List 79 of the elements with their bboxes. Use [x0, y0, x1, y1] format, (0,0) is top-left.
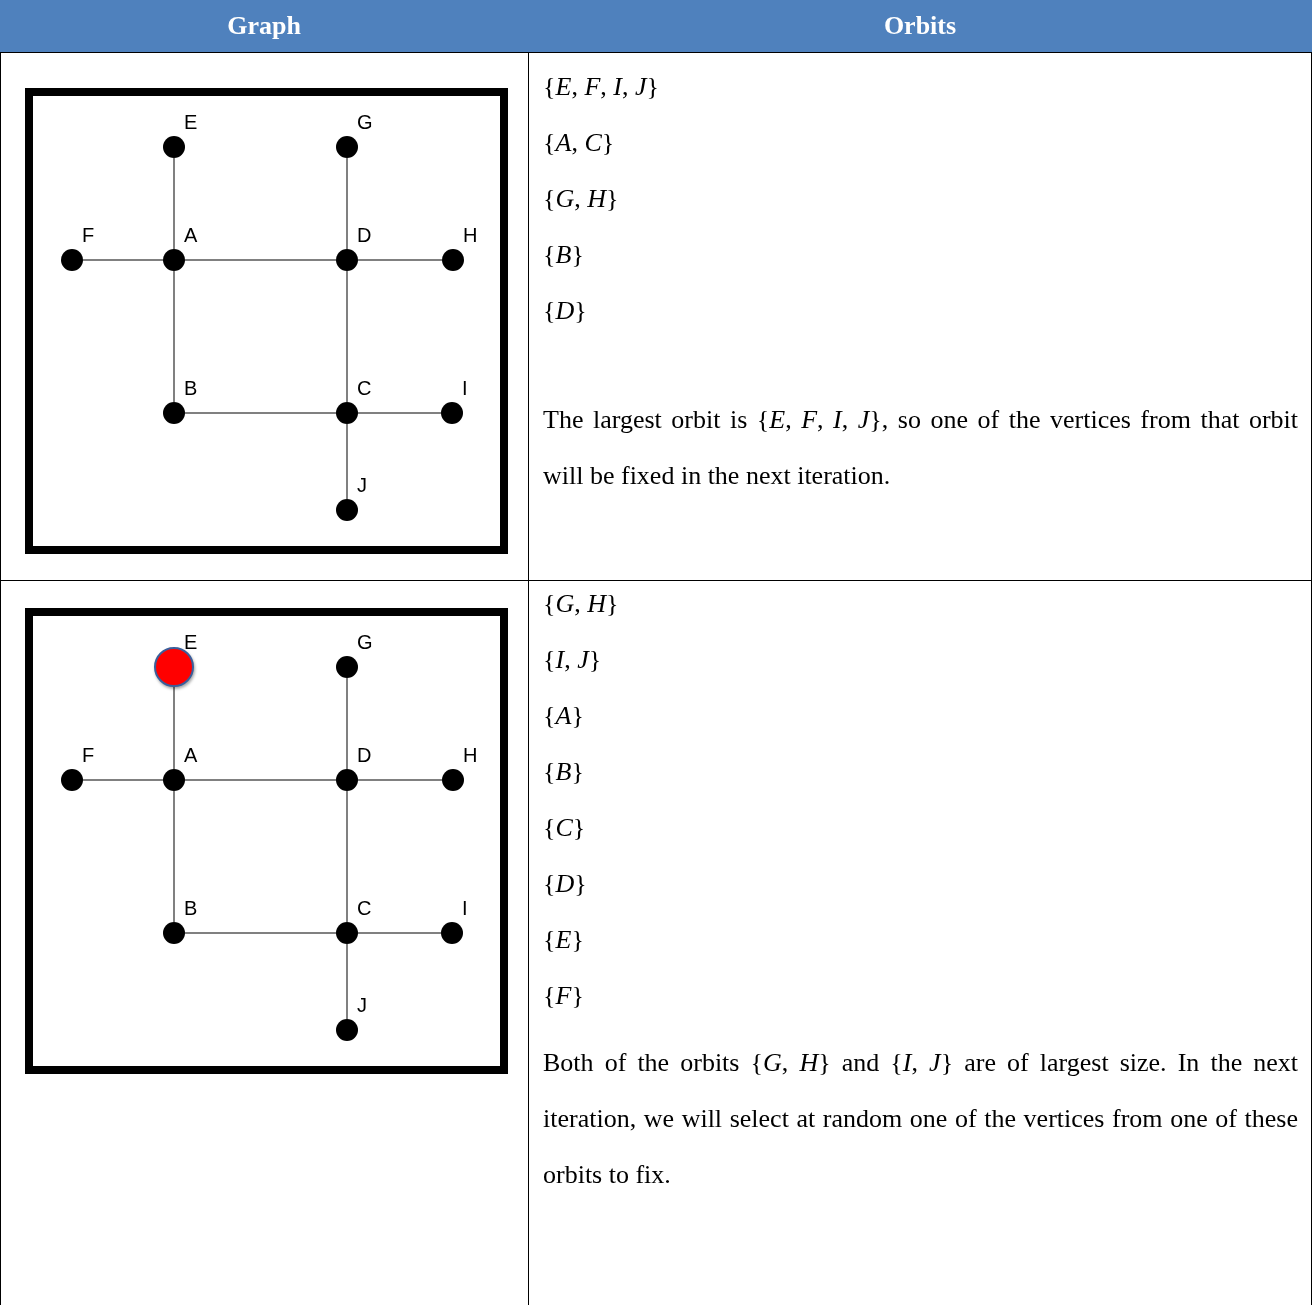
vertex-label: H	[463, 744, 478, 766]
vertex-label: F	[82, 744, 95, 766]
graph-edge	[357, 259, 443, 261]
vertex-dot	[336, 656, 358, 678]
vertex-dot	[336, 249, 358, 271]
vertex-label: H	[463, 224, 478, 246]
graph-panel	[25, 608, 508, 1074]
graph-edge	[173, 157, 175, 250]
orbit-set: {B}	[543, 757, 584, 787]
graph-edge	[184, 412, 337, 414]
graph-edge	[346, 423, 348, 500]
vertex-dot	[61, 769, 83, 791]
column-header: Orbits	[528, 0, 1312, 52]
vertex-label: I	[462, 377, 468, 399]
graph-edge	[173, 270, 175, 403]
graph-edge	[173, 790, 175, 923]
orbit-set: {D}	[543, 296, 587, 326]
vertex-dot	[336, 1019, 358, 1041]
vertex-dot	[154, 647, 194, 687]
graph-edge	[346, 270, 348, 403]
vertex-label: C	[357, 897, 372, 919]
graph-edge	[184, 259, 337, 261]
graph-edge	[82, 259, 164, 261]
orbit-set: {F}	[543, 981, 584, 1011]
orbit-set: {C}	[543, 813, 586, 843]
graph-edge	[82, 779, 164, 781]
orbit-set: {D}	[543, 869, 587, 899]
explanation-text: Both of the orbits {G, H} and {I, J} are of largest size. In the next iteration, we will select at random one of the vertices from one of these orbits to fix.	[543, 1047, 1298, 1191]
vertex-dot	[163, 402, 185, 424]
vertex-dot	[61, 249, 83, 271]
vertex-label: A	[184, 224, 198, 246]
orbit-set: {G, H}	[543, 589, 619, 619]
vertex-dot	[336, 136, 358, 158]
orbit-set: {E}	[543, 925, 584, 955]
vertex-dot	[441, 402, 463, 424]
vertex-dot	[336, 922, 358, 944]
vertex-label: A	[184, 744, 198, 766]
orbit-set: {B}	[543, 240, 584, 270]
column-header: Graph	[0, 0, 528, 52]
orbit-set: {A}	[543, 701, 584, 731]
vertex-dot	[163, 769, 185, 791]
vertex-dot	[336, 769, 358, 791]
vertex-dot	[163, 249, 185, 271]
vertex-label: G	[357, 111, 373, 133]
graph-edge	[184, 932, 337, 934]
vertex-label: E	[184, 631, 198, 653]
vertex-label: D	[357, 744, 372, 766]
graph-edge	[346, 677, 348, 770]
vertex-label: I	[462, 897, 468, 919]
graph-edge	[184, 779, 337, 781]
vertex-dot	[442, 769, 464, 791]
vertex-dot	[163, 922, 185, 944]
vertex-label: E	[184, 111, 198, 133]
graph-edge	[346, 790, 348, 923]
vertex-label: J	[357, 474, 367, 496]
vertex-label: C	[357, 377, 372, 399]
graph-edge	[346, 943, 348, 1020]
vertex-dot	[442, 249, 464, 271]
graph-edge	[357, 779, 443, 781]
vertex-label: G	[357, 631, 373, 653]
orbit-set: {G, H}	[543, 184, 619, 214]
orbit-set: {A, C}	[543, 128, 615, 158]
vertex-label: B	[184, 897, 198, 919]
graph-edge	[173, 686, 175, 770]
orbit-set: {E, F, I, J}	[543, 72, 659, 102]
vertex-label: B	[184, 377, 198, 399]
graph-panel	[25, 88, 508, 554]
vertex-dot	[163, 136, 185, 158]
orbit-set: {I, J}	[543, 645, 602, 675]
graph-edge	[357, 412, 442, 414]
vertex-label: F	[82, 224, 95, 246]
vertex-label: D	[357, 224, 372, 246]
vertex-dot	[336, 499, 358, 521]
graph-edge	[357, 932, 442, 934]
vertex-dot	[441, 922, 463, 944]
graph-edge	[346, 157, 348, 250]
explanation-text: The largest orbit is {E, F, I, J}, so one of the vertices from that orbit will be fixed in the next iteration.	[543, 404, 1298, 492]
vertex-label: J	[357, 994, 367, 1016]
vertex-dot	[336, 402, 358, 424]
